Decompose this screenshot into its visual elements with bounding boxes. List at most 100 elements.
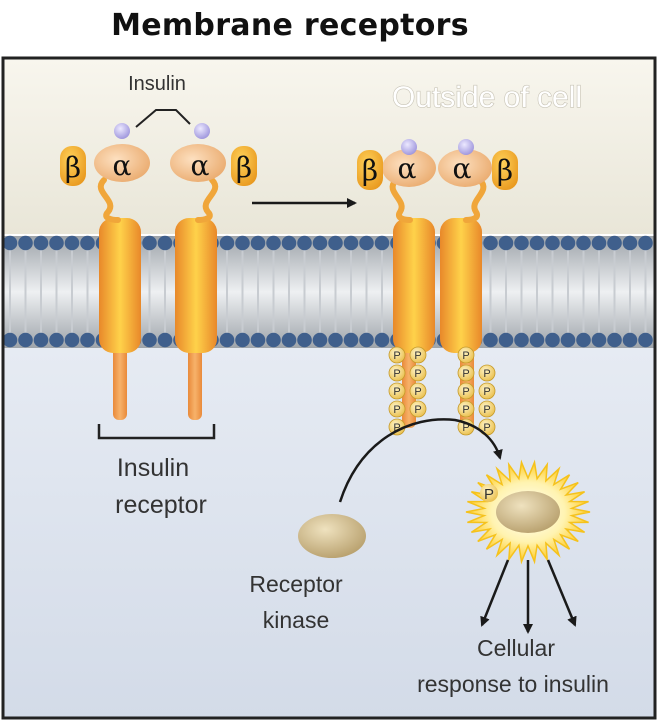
bound-insulin-molecule xyxy=(401,139,417,155)
lipid-head xyxy=(607,332,622,348)
lipid-head xyxy=(2,332,18,348)
lipid-head xyxy=(529,332,545,348)
lipid-head xyxy=(638,332,653,348)
bound-insulin-molecule xyxy=(458,139,474,155)
phosphate-label: P xyxy=(393,350,400,362)
lipid-head xyxy=(49,332,64,348)
phosphate-label: P xyxy=(462,350,469,362)
lipid-head xyxy=(359,332,374,348)
phosphate-group xyxy=(478,364,496,382)
lipid-head xyxy=(281,235,297,251)
phosphate-group xyxy=(457,346,475,364)
phosphate-group xyxy=(388,382,406,400)
lipid-head xyxy=(64,332,80,348)
lipid-head xyxy=(49,235,64,251)
lipid-head xyxy=(514,332,529,348)
lipid-head xyxy=(328,235,343,251)
lipid-head xyxy=(374,235,390,251)
lipid-head xyxy=(545,332,560,348)
lipid-head xyxy=(157,235,173,251)
lipid-head xyxy=(560,332,576,348)
receptor-kinase-label: Receptor xyxy=(249,571,343,597)
lipid-head xyxy=(142,235,157,251)
phosphate-label: P xyxy=(393,386,400,398)
insulin-pointer xyxy=(135,109,191,128)
phosphate-label: P xyxy=(462,368,469,380)
lipid-head xyxy=(328,332,343,348)
alpha-subunit-label: α xyxy=(398,152,417,185)
phosphate-group xyxy=(457,400,475,418)
alpha-subunit-label: α xyxy=(113,149,132,182)
lipid-head xyxy=(343,332,359,348)
diagram-border xyxy=(1,56,657,720)
lipid-head xyxy=(80,332,95,348)
receptor-bracket xyxy=(97,424,216,440)
lipid-head xyxy=(219,332,235,348)
lipid-head xyxy=(576,332,591,348)
lipid-head xyxy=(374,332,390,348)
lipid-head xyxy=(622,332,638,348)
phosphate-label: P xyxy=(483,386,490,398)
insulin-molecule xyxy=(194,123,210,139)
phosphate-group xyxy=(409,382,427,400)
lipid-head xyxy=(607,235,622,251)
beta-subunit-label: β xyxy=(362,154,378,187)
lipid-head xyxy=(281,332,297,348)
phosphate-label: P xyxy=(414,386,421,398)
lipid-head xyxy=(250,332,266,348)
lipid-head xyxy=(483,332,498,348)
lipid-head xyxy=(157,332,173,348)
insulin-receptor-label: Insulin xyxy=(117,454,189,482)
phosphate-group xyxy=(388,346,406,364)
lipid-head xyxy=(235,332,250,348)
insulin-label: Insulin xyxy=(128,73,186,95)
beta-subunit-label: β xyxy=(236,151,252,184)
beta-subunit-label: β xyxy=(65,151,81,184)
phosphate-label: P xyxy=(393,422,400,434)
lipid-head xyxy=(219,235,235,251)
outside-of-cell-label: Outside of cell xyxy=(392,81,582,114)
lipid-head xyxy=(591,332,607,348)
lipid-head xyxy=(18,235,33,251)
lipid-head xyxy=(622,235,638,251)
receptor-kinase-label: kinase xyxy=(263,607,329,633)
phosphate-label: P xyxy=(414,404,421,416)
lipid-head xyxy=(545,235,560,251)
phosphate-label: P xyxy=(462,404,469,416)
kinase-activation-arrow xyxy=(338,418,503,503)
lipid-head xyxy=(498,235,514,251)
cellular-response-label: response to insulin xyxy=(417,671,609,697)
lipid-head xyxy=(18,332,33,348)
lipid-head xyxy=(297,332,312,348)
lipid-head xyxy=(483,235,498,251)
phosphate-group xyxy=(478,400,496,418)
cellular-response-label: Cellular xyxy=(477,635,555,661)
lipid-head xyxy=(33,332,49,348)
phosphate-group xyxy=(457,364,475,382)
phosphate-group xyxy=(409,400,427,418)
lipid-head xyxy=(33,235,49,251)
phosphate-group xyxy=(478,382,496,400)
receptor-kinase xyxy=(298,514,366,558)
phosphate-label: P xyxy=(393,404,400,416)
lipid-head xyxy=(529,235,545,251)
lipid-head xyxy=(297,235,312,251)
lipid-head xyxy=(250,235,266,251)
phosphate-group xyxy=(457,382,475,400)
phosphate-label: P xyxy=(484,486,494,503)
lipid-head xyxy=(514,235,529,251)
lipid-head xyxy=(312,235,328,251)
phosphate-group xyxy=(480,484,498,502)
phosphate-label: P xyxy=(483,404,490,416)
phosphate-label: P xyxy=(414,350,421,362)
lipid-head xyxy=(142,332,157,348)
insulin-molecule xyxy=(114,123,130,139)
response-arrow xyxy=(546,559,577,627)
phosphate-group xyxy=(409,346,427,364)
lipid-head xyxy=(266,332,281,348)
lipid-head xyxy=(498,332,514,348)
phosphate-label: P xyxy=(483,368,490,380)
phosphate-label: P xyxy=(483,422,490,434)
